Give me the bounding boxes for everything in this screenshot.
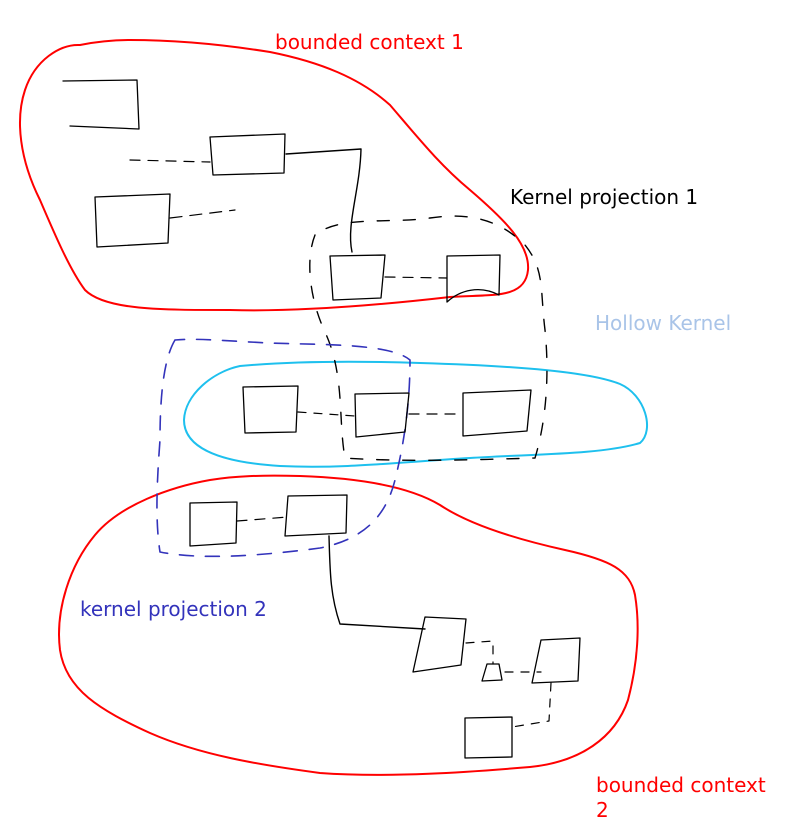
bc1-box-4 — [329, 254, 386, 301]
connector — [236, 516, 289, 522]
hk-box-1 — [242, 385, 299, 434]
bounded-context-1-outline — [19, 39, 530, 312]
bounded-context-2-outline — [58, 474, 639, 776]
connector — [285, 148, 362, 253]
bc2-box-1 — [189, 501, 238, 547]
kernel-projection-2-label: kernel projection 2 — [80, 597, 267, 621]
bc2-box-6 — [464, 716, 513, 759]
bounded-context-2-label-line-2: 2 — [596, 798, 609, 822]
bc2-box-3 — [412, 616, 467, 673]
bc1-box-1 — [62, 79, 140, 130]
connector — [384, 276, 448, 279]
hk-box-3 — [462, 389, 532, 437]
bc1-box-2 — [209, 133, 286, 176]
connector — [129, 159, 211, 163]
hollow-kernel-outline — [183, 360, 649, 468]
kernel-projection-1-label: Kernel projection 1 — [510, 185, 699, 209]
bounded-context-2-label-line-1: bounded context — [596, 773, 766, 797]
bc1-box-3 — [94, 193, 171, 248]
connector — [297, 411, 356, 417]
hk-box-2 — [354, 392, 410, 438]
kernel-projection-1-outline — [309, 215, 548, 462]
bounded-context-1-label: bounded context 1 — [275, 30, 464, 54]
bc2-box-2 — [284, 494, 348, 537]
connector — [328, 535, 426, 630]
bc1-box-5 — [446, 254, 501, 303]
bounded-context-2-label: bounded context 2 — [596, 773, 766, 823]
connector — [169, 209, 236, 219]
bc2-box-4 — [531, 637, 581, 684]
bc2-box-5 — [481, 663, 503, 682]
kernel-projection-2-outline — [156, 338, 411, 558]
connector — [465, 640, 494, 665]
hollow-kernel-label: Hollow Kernel — [595, 311, 732, 335]
connector — [511, 682, 552, 728]
